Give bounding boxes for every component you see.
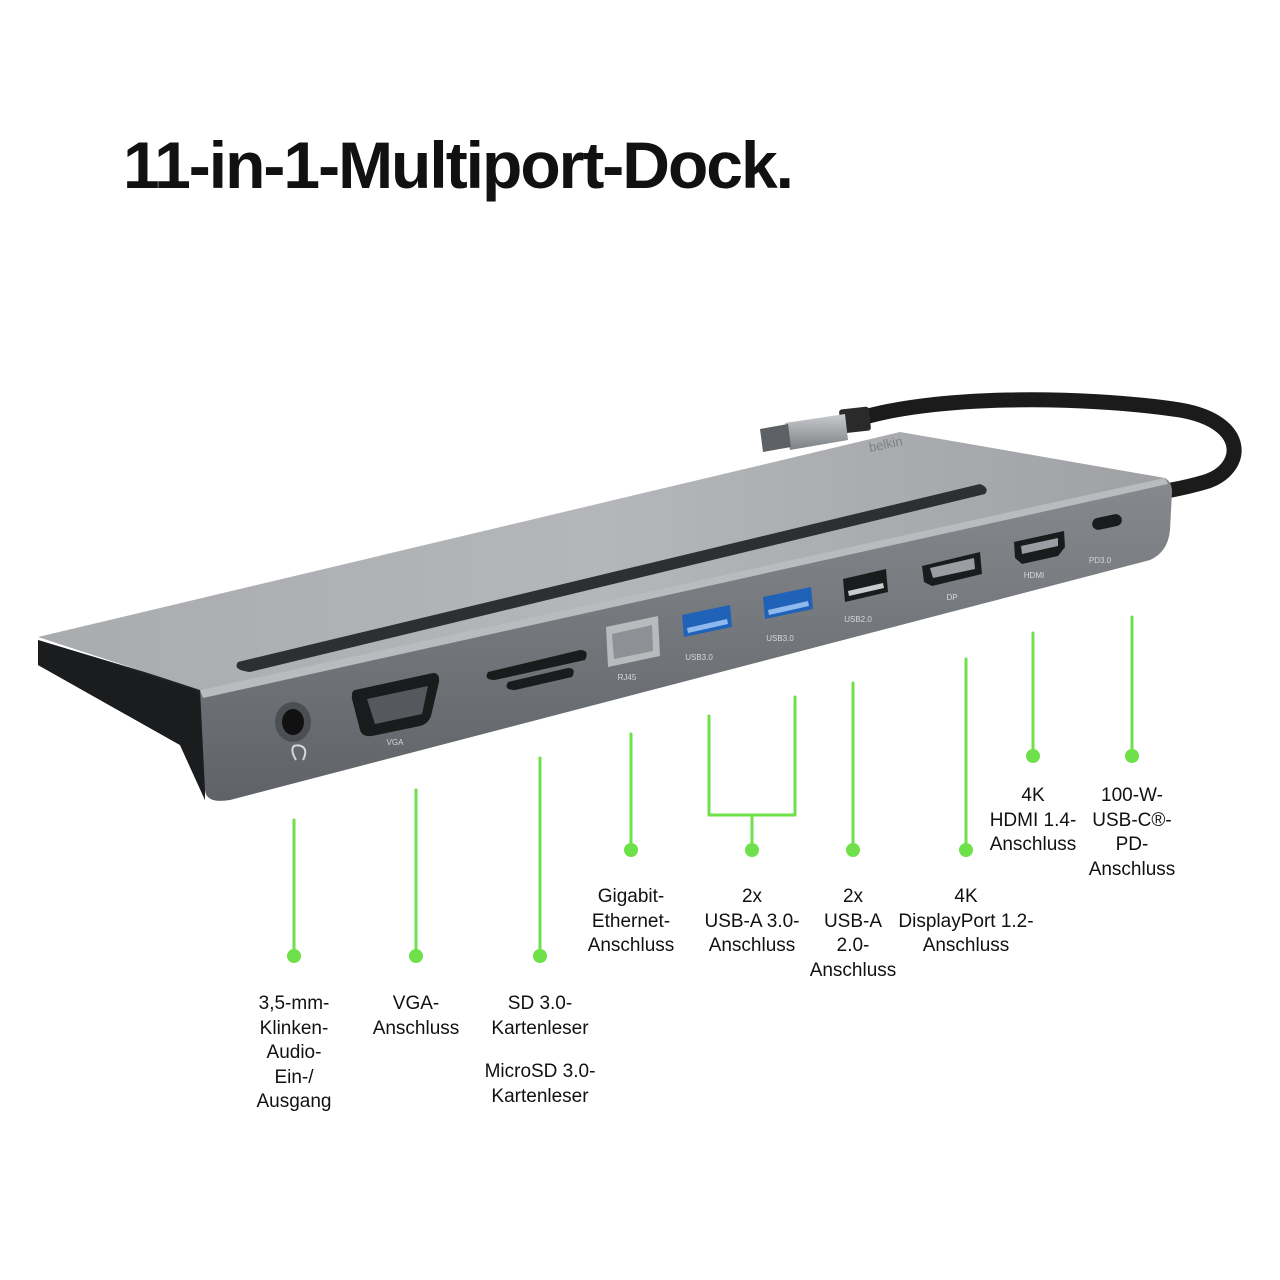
rj45-port-label: RJ45 (618, 673, 637, 682)
callout-label-vga: VGA-Anschluss (372, 993, 460, 1039)
callout-line-usbc (1125, 615, 1139, 763)
callout-line-usb2 (846, 681, 860, 857)
usb-a-3-port-2: USB3.0 (763, 587, 813, 643)
callout-label-ethernet: Gigabit-Ethernet-Anschluss (587, 886, 675, 956)
usb3-port-label-2: USB3.0 (766, 634, 794, 643)
audio-jack-port (275, 702, 311, 761)
callout-line-usb3 (707, 695, 797, 857)
usb-a-3-port-1: USB3.0 (682, 605, 732, 662)
callout-label-sd: SD 3.0-Kartenleser (491, 993, 589, 1039)
usb-a-2-port: USB2.0 (843, 569, 888, 624)
callout-line-vga (409, 788, 423, 963)
callout-lines (287, 615, 1139, 963)
brand-logo: belkin (868, 433, 904, 455)
usb2-port-label: USB2.0 (844, 615, 872, 624)
usb-c-plug (785, 414, 848, 450)
dock-front-face (200, 478, 1172, 801)
callout-line-hdmi (1026, 631, 1040, 763)
page-title: 11-in-1-Multiport-Dock. (123, 128, 794, 202)
dp-port-label: DP (946, 593, 957, 602)
callout-label-usbc-pd: 100-W-USB-C®-PD-Anschluss (1088, 785, 1176, 880)
callout-label-audio: 3,5-mm-Klinken-Audio-Ein-/Ausgang (256, 993, 332, 1112)
vga-port: VGA (351, 673, 440, 747)
callout-line-displayport (959, 657, 973, 857)
callout-line-sd (533, 756, 547, 963)
usb-c-cable (760, 392, 1242, 500)
headphone-icon (291, 744, 307, 761)
hdmi-port-label: HDMI (1024, 571, 1044, 580)
callout-line-audio (287, 818, 301, 963)
displayport-port: DP (922, 552, 982, 602)
microsd-card-slot (506, 668, 574, 690)
pd-port-label: PD3.0 (1089, 556, 1112, 565)
hdmi-port: HDMI (1014, 531, 1065, 580)
usb-c-pd-port: PD3.0 (1089, 514, 1122, 565)
sd-card-slot (486, 650, 587, 690)
device-slot (236, 484, 987, 672)
dock-top-surface (38, 432, 1165, 690)
usb3-port-label-1: USB3.0 (685, 653, 713, 662)
callout-line-ethernet (624, 732, 638, 857)
callout-label-microsd: MicroSD 3.0-Kartenleser (484, 1061, 596, 1107)
ethernet-port: RJ45 (606, 616, 660, 682)
vga-port-label: VGA (387, 738, 405, 747)
